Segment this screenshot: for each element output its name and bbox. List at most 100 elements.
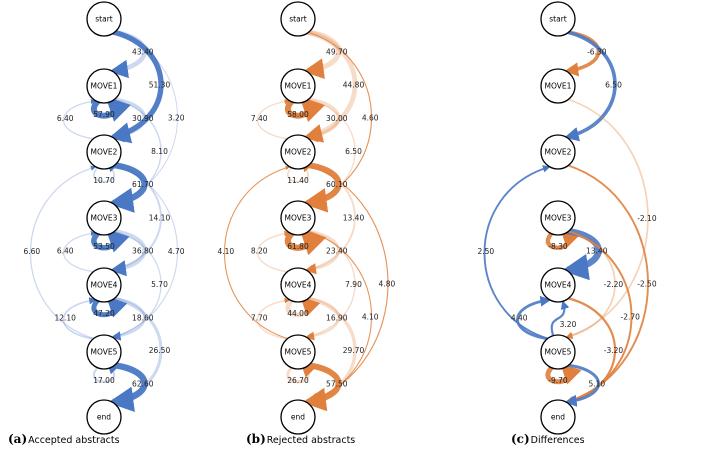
edges-differences [483, 30, 649, 407]
caption-text: Rejected abstracts [267, 435, 356, 446]
node-circle [540, 134, 576, 170]
edge-move3-to-move4-differences [561, 227, 602, 281]
node-label: MOVE5 [545, 348, 572, 357]
edge-move5-to-move5-differences-label: -9.70 [548, 376, 568, 385]
node-move3-rejected: MOVE3 [280, 200, 316, 236]
edge-move5-to-end-differences [564, 363, 600, 407]
node-move1-accepted: MOVE1 [86, 68, 122, 104]
caption-letter: (a) [8, 432, 27, 446]
edge-move1-to-move2-rejected [304, 97, 340, 143]
edge-move3-to-end-rejected-label: 4.10 [362, 313, 379, 322]
edge-move5-to-move5-rejected [286, 364, 315, 384]
node-label: MOVE5 [91, 348, 118, 357]
edge-move5-to-move4-differences [550, 300, 570, 336]
edge-move1-to-move1-rejected-label: 58.00 [287, 110, 309, 119]
edge-move1-to-move1-rejected [285, 96, 325, 122]
edge-move4-to-move5-accepted-label: 18.60 [132, 314, 154, 323]
edge-start-to-move2-differences [564, 30, 617, 142]
node-circle [540, 399, 576, 435]
node-circle [540, 68, 576, 104]
edge-move5-to-end-accepted [107, 361, 148, 412]
edge-move1-to-move2-accepted-label: 30.90 [132, 114, 154, 123]
node-circle [540, 334, 576, 370]
edge-move3-to-move4-accepted-label: 36.80 [132, 247, 154, 256]
edge-move1-to-move3-accepted-label: 8.10 [151, 147, 168, 156]
edge-move5-to-move4-rejected [257, 297, 291, 340]
edge-move4-to-move4-rejected-label: 44.00 [287, 309, 309, 318]
edge-move5-to-move4-rejected-label: 7.70 [251, 314, 268, 323]
edge-move1-to-move3-rejected-label: 6.50 [345, 147, 362, 156]
edge-move5-to-move5-differences [545, 363, 582, 385]
edge-move1-to-move1-accepted [91, 96, 131, 122]
node-label: MOVE1 [91, 82, 118, 91]
edge-move4-to-move5-accepted [111, 296, 146, 341]
edge-move3-to-move3-differences-label: -8.30 [548, 242, 568, 251]
edge-move1-to-move2-accepted [110, 97, 146, 143]
node-circle [86, 334, 122, 370]
edge-move3-to-move5-accepted [112, 230, 162, 339]
edge-move5-to-end-differences-label: 5.10 [588, 380, 605, 389]
edge-move3-to-move4-rejected-label: 23.40 [326, 247, 348, 256]
node-circle [86, 200, 122, 236]
edge-move5-to-move4-differences-label: 4.40 [511, 314, 528, 323]
edge-start-to-move3-accepted-label: 3.20 [168, 114, 185, 123]
node-circle [86, 399, 122, 435]
edge-move2-to-move2-rejected-label: 11.40 [287, 176, 309, 185]
edge-move5-to-end-rejected [302, 362, 342, 412]
node-move4-rejected: MOVE4 [280, 267, 316, 303]
edge-move2-to-move5-accepted-label: 4.70 [168, 247, 185, 256]
node-circle [86, 68, 122, 104]
edge-move2-to-move1-rejected [257, 98, 291, 140]
node-move5-accepted: MOVE5 [86, 334, 122, 370]
edge-move2-to-move2-accepted-label: 10.70 [93, 176, 115, 185]
edge-move1-to-move1-accepted-label: 57.90 [93, 110, 115, 119]
edge-move2-to-move3-rejected-label: 60.10 [326, 180, 348, 189]
edge-move5-to-move5-accepted [92, 364, 118, 383]
node-label: MOVE3 [545, 214, 572, 223]
edge-move3-to-move4-rejected [304, 229, 340, 275]
edge-move1-to-move5-differences [565, 98, 649, 339]
node-start-rejected: start [280, 1, 316, 37]
edge-move4-to-move4-rejected [285, 296, 321, 317]
edge-move2-to-move1-accepted [63, 99, 97, 140]
caption-differences: (c)Differences [511, 432, 585, 446]
node-circle [86, 1, 122, 37]
node-circle [86, 134, 122, 170]
node-move2-rejected: MOVE2 [280, 134, 316, 170]
edge-move2-to-move2-accepted [93, 165, 116, 183]
caption-rejected: (b)Rejected abstracts [246, 432, 355, 446]
edge-move5-to-move4-differences [516, 295, 552, 341]
node-start-differences: start [540, 1, 576, 37]
edge-move3-to-move5-differences-label: -2.20 [604, 280, 624, 289]
node-move5-differences: MOVE5 [540, 334, 576, 370]
edge-move4-to-move3-rejected [257, 230, 291, 273]
node-label: end [291, 413, 305, 422]
caption-text: Accepted abstracts [28, 435, 119, 446]
node-label: start [289, 15, 307, 24]
edge-move2-to-move3-rejected [302, 161, 342, 213]
edge-move3-to-move4-differences-label: 13.40 [586, 247, 608, 256]
edge-move1-to-move2-rejected-label: 30.00 [326, 114, 348, 123]
node-circle [280, 134, 316, 170]
node-circle [540, 200, 576, 236]
edge-start-to-move1-rejected-label: 49.70 [326, 48, 348, 57]
caption-accepted: (a)Accepted abstracts [8, 432, 120, 446]
edge-move2-to-end-rejected-label: 4.80 [379, 280, 396, 289]
edge-move2-to-move4-accepted [111, 164, 162, 273]
edge-move2-to-move3-accepted [107, 161, 148, 213]
caption-text: Differences [531, 435, 585, 446]
edge-move5-to-move2-differences-label: 2.50 [477, 247, 494, 256]
edge-move3-to-end-differences-label: -2.70 [620, 313, 640, 322]
edge-move2-to-move1-rejected-label: 7.40 [251, 114, 268, 123]
edge-move5-to-move2-rejected-label: 4.10 [217, 247, 234, 256]
edge-move3-to-move4-accepted [109, 228, 147, 277]
edge-move4-to-move4-accepted [91, 296, 128, 318]
